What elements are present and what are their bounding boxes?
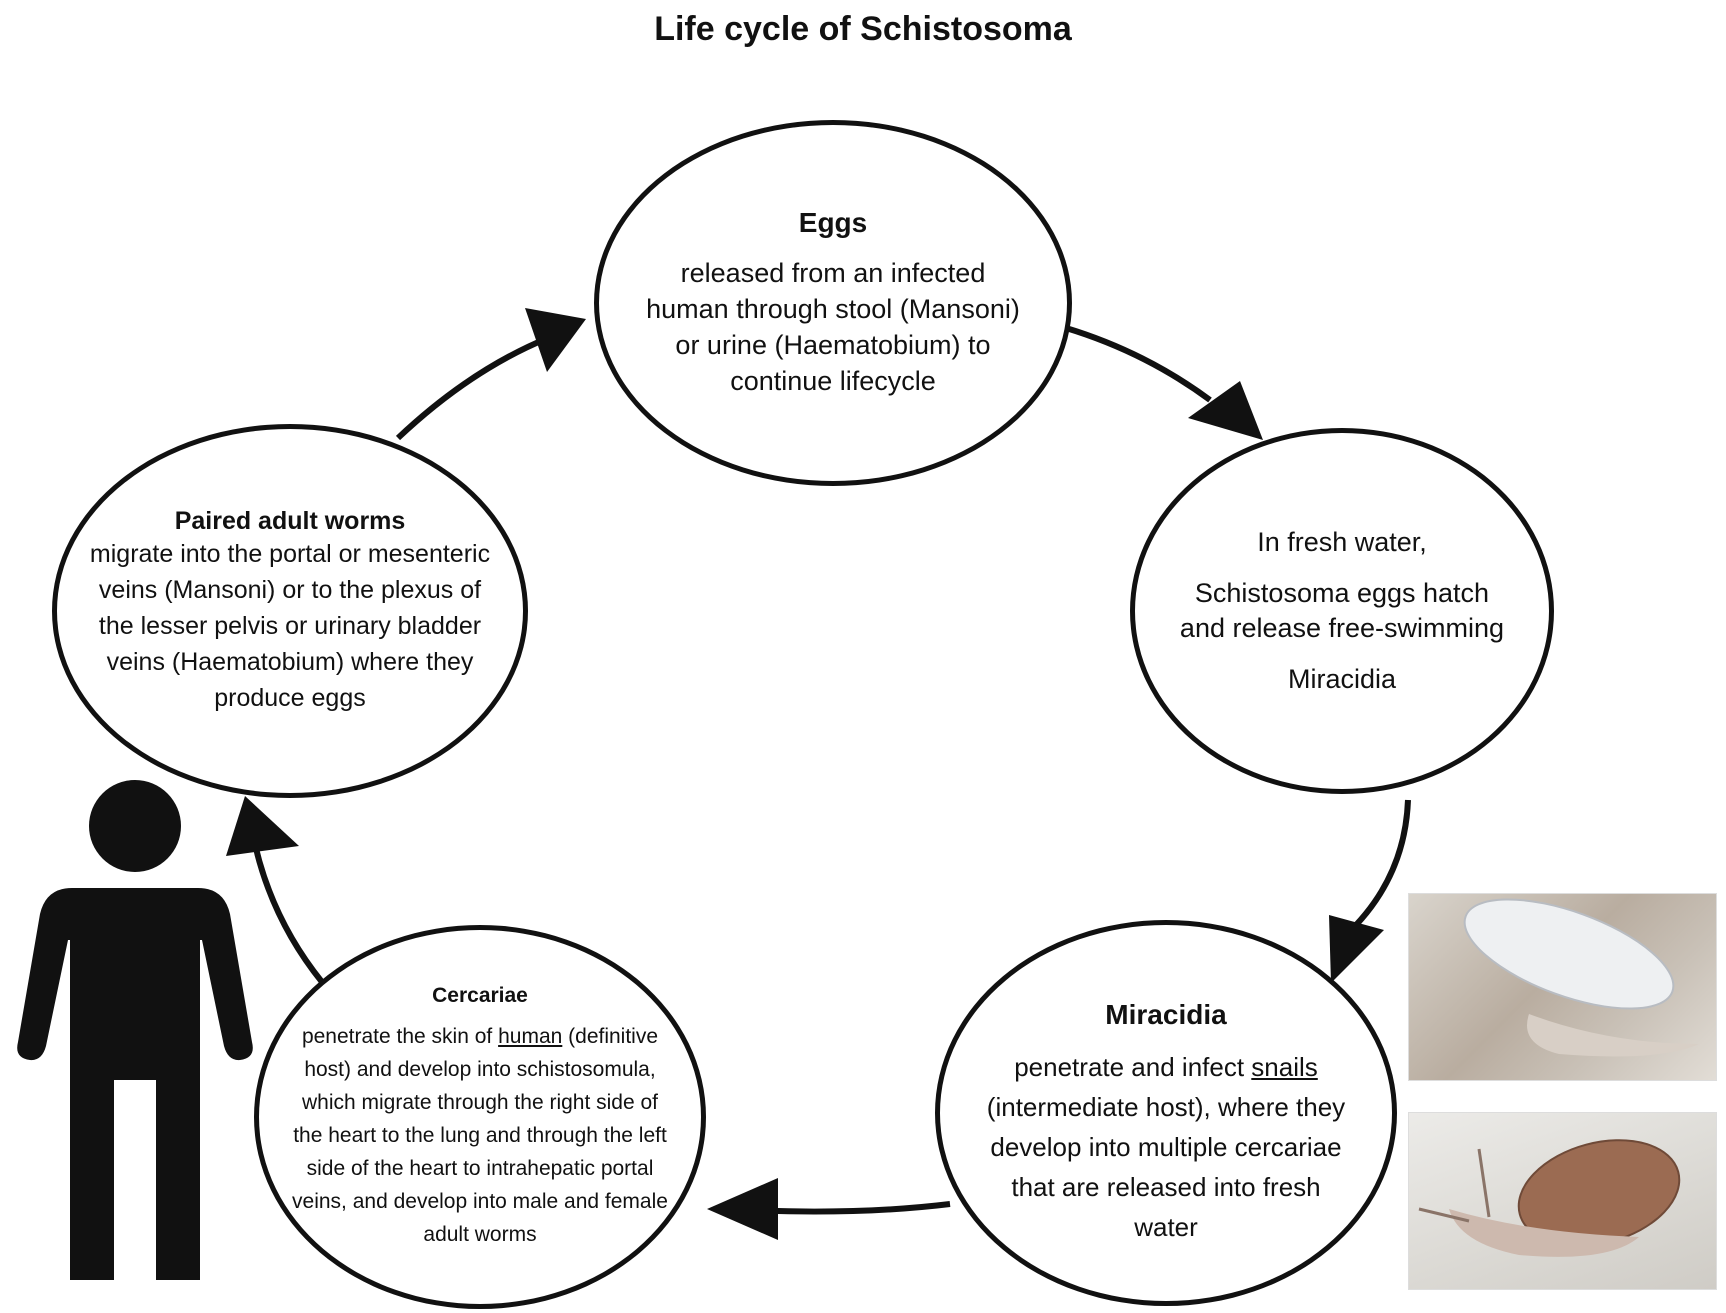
snail-photo-white-shell — [1408, 893, 1717, 1081]
arrowhead-to-cercariae — [707, 1178, 778, 1240]
arrowhead-to-eggs — [525, 308, 586, 372]
arrowhead-to-water — [1188, 381, 1263, 440]
eggs-description: released from an infected human through … — [646, 258, 1020, 396]
arrow-adults-to-eggs — [395, 335, 550, 441]
miracidia-text-before: penetrate and infect — [1014, 1052, 1245, 1082]
cercariae-heading: Cercariae — [432, 983, 528, 1007]
adult-worms-heading: Paired adult worms — [174, 506, 406, 535]
cercariae-text-before: penetrate the skin of — [301, 1024, 493, 1048]
diagram-title: Life cycle of Schistosoma — [654, 10, 1072, 48]
arrow-cercariae-to-adults — [249, 829, 325, 984]
cercariae-description: penetrate the skin of human (definitive … — [289, 1020, 671, 1251]
miracidia-node: Miracidia penetrate and infect snails (i… — [935, 920, 1397, 1306]
arrow-eggs-to-water — [1065, 325, 1212, 403]
miracidia-text-after: (intermediate host), where they develop … — [986, 1092, 1346, 1242]
human-term: human — [498, 1024, 563, 1048]
fresh-water-node: In fresh water, Schistosoma eggs hatch a… — [1130, 428, 1554, 794]
fresh-water-line-3: Miracidia — [1287, 664, 1397, 694]
human-silhouette-icon — [17, 780, 253, 1280]
cercariae-text-after: (definitive host) and develop into schis… — [292, 1024, 668, 1246]
miracidia-description: penetrate and infect snails (intermediat… — [980, 1047, 1352, 1247]
snail-photo-brown-shell — [1408, 1112, 1717, 1290]
eggs-heading: Eggs — [798, 207, 868, 238]
fresh-water-line-2: Schistosoma eggs hatch and release free-… — [1179, 578, 1505, 643]
miracidia-heading: Miracidia — [1105, 999, 1227, 1030]
snails-term: snails — [1251, 1052, 1318, 1082]
eggs-node: Eggs released from an infected human thr… — [594, 120, 1072, 486]
cercariae-node: Cercariae penetrate the skin of human (d… — [254, 925, 706, 1309]
adult-worms-node: Paired adult worms migrate into the port… — [52, 424, 528, 798]
arrowhead-to-miracidia — [1329, 915, 1384, 983]
fresh-water-line-1: In fresh water, — [1257, 527, 1427, 557]
arrowhead-to-adults — [226, 796, 299, 856]
arrow-water-to-miracidia — [1342, 799, 1411, 939]
adult-worms-description: migrate into the portal or mesenteric ve… — [89, 539, 491, 712]
